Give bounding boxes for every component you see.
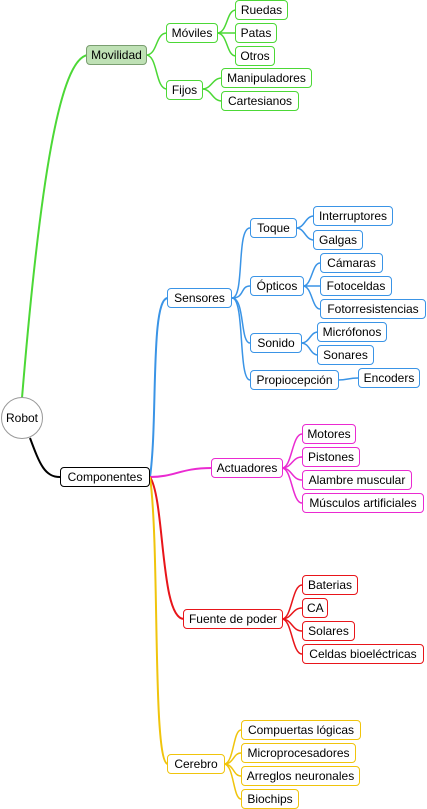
node-pistones[interactable]: Pistones <box>302 447 360 467</box>
node-solares[interactable]: Solares <box>302 621 355 641</box>
node-baterias[interactable]: Baterias <box>302 575 358 595</box>
link-movilidad-moviles <box>145 32 168 56</box>
node-musculos-artificiales[interactable]: Músculos artificiales <box>302 493 424 513</box>
node-fotorresistencias[interactable]: Fotorresistencias <box>320 299 426 319</box>
node-toque[interactable]: Toque <box>250 218 297 238</box>
node-actuadores[interactable]: Actuadores <box>211 458 283 478</box>
node-ca[interactable]: CA <box>302 598 328 618</box>
link-robot-movilidad <box>21 54 89 399</box>
node-otros[interactable]: Otros <box>235 46 275 66</box>
node-moviles[interactable]: Móviles <box>166 23 218 43</box>
node-microfonos[interactable]: Micrófonos <box>317 322 387 342</box>
link-movilidad-fijos <box>145 54 168 90</box>
node-arreglos-neuronales[interactable]: Arreglos neuronales <box>241 766 360 786</box>
node-componentes[interactable]: Componentes <box>60 467 150 487</box>
node-opticos[interactable]: Ópticos <box>250 276 304 296</box>
node-sonido[interactable]: Sonido <box>250 333 302 353</box>
node-encoders[interactable]: Encoders <box>358 368 420 388</box>
node-manipuladores[interactable]: Manipuladores <box>221 68 312 88</box>
node-ruedas[interactable]: Ruedas <box>235 0 288 20</box>
node-camaras[interactable]: Cámaras <box>320 253 383 273</box>
node-sensores[interactable]: Sensores <box>167 288 232 308</box>
node-galgas[interactable]: Galgas <box>313 230 363 250</box>
node-fijos[interactable]: Fijos <box>166 80 203 100</box>
node-compuertas-logicas[interactable]: Compuertas lógicas <box>241 720 361 740</box>
node-cerebro[interactable]: Cerebro <box>167 754 225 774</box>
node-movilidad[interactable]: Movilidad <box>86 45 147 65</box>
node-patas[interactable]: Patas <box>235 23 277 43</box>
link-componentes-fuente <box>149 476 185 620</box>
link-componentes-sensores <box>149 297 169 478</box>
node-fuente-de-poder[interactable]: Fuente de poder <box>183 609 283 629</box>
root-node-robot[interactable]: Robot <box>1 397 43 439</box>
node-cartesianos[interactable]: Cartesianos <box>221 91 299 111</box>
node-propiocepcion[interactable]: Propiocepción <box>250 370 339 390</box>
node-biochips[interactable]: Biochips <box>241 789 299 809</box>
link-robot-componentes <box>29 437 61 478</box>
link-componentes-cerebro <box>149 476 169 765</box>
node-sonares[interactable]: Sonares <box>317 345 374 365</box>
link-componentes-actuadores <box>149 467 213 478</box>
node-motores[interactable]: Motores <box>302 424 356 444</box>
node-fotoceldas[interactable]: Fotoceldas <box>320 276 392 296</box>
node-microprocesadores[interactable]: Microprocesadores <box>241 743 356 763</box>
node-celdas-bioelectricas[interactable]: Celdas bioeléctricas <box>302 644 424 664</box>
node-alambre-muscular[interactable]: Alambre muscular <box>302 470 412 490</box>
node-interruptores[interactable]: Interruptores <box>313 206 393 226</box>
